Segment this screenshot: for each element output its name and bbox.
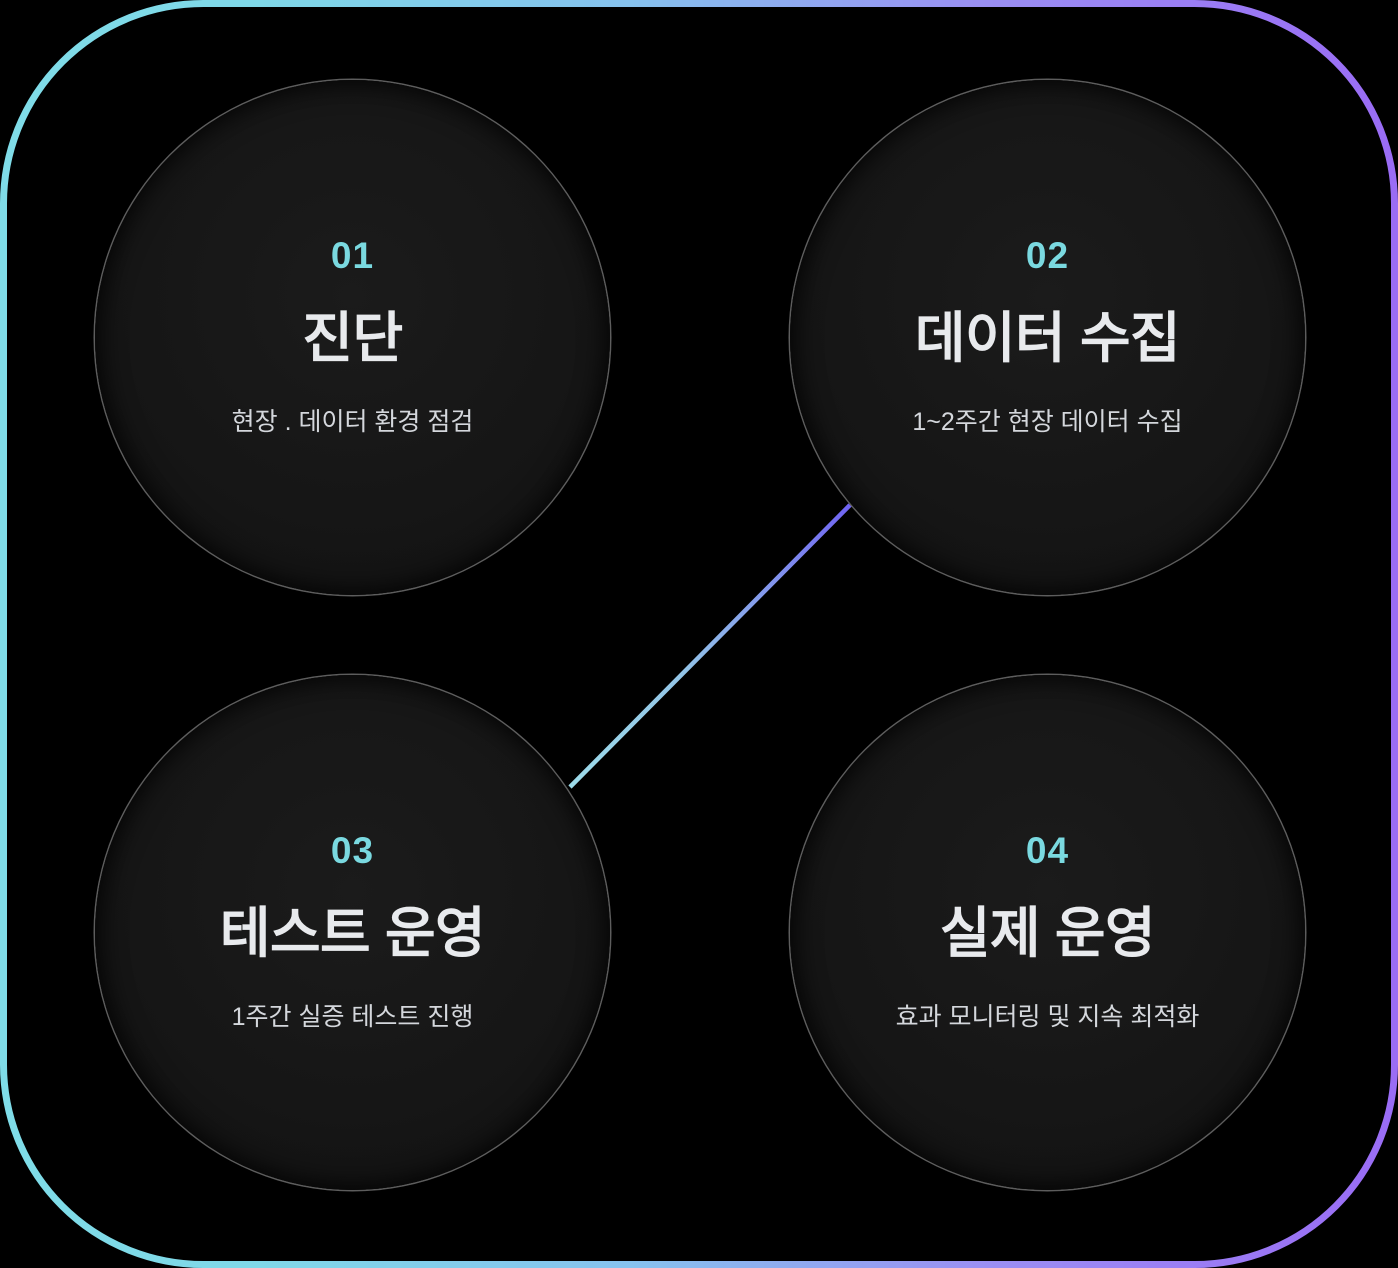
step-number-03: 03 [330, 829, 375, 871]
step-title-02: 데이터 수집 [914, 306, 1181, 369]
step-description-04: 효과 모니터링 및 지속 최적화 [895, 1003, 1200, 1031]
step-title-04: 실제 운영 [939, 901, 1156, 964]
step-description-02: 1~2주간 현장 데이터 수집 [912, 408, 1183, 436]
process-step-03[interactable]: 03 테스트 운영 1주간 실증 테스트 진행 [95, 675, 610, 1190]
process-step-02[interactable]: 02 데이터 수집 1~2주간 현장 데이터 수집 [790, 80, 1305, 595]
process-step-01[interactable]: 01 진단 현장 . 데이터 환경 점검 [95, 80, 610, 595]
connector-02-to-03 [568, 503, 852, 789]
step-number-01: 01 [330, 234, 375, 276]
step-description-03: 1주간 실증 테스트 진행 [231, 1003, 474, 1031]
step-title-01: 진단 [302, 306, 403, 369]
process-step-04[interactable]: 04 실제 운영 효과 모니터링 및 지속 최적화 [790, 675, 1305, 1190]
step-description-01: 현장 . 데이터 환경 점검 [231, 408, 474, 436]
step-title-03: 테스트 운영 [219, 901, 486, 964]
step-number-04: 04 [1025, 829, 1070, 871]
step-number-02: 02 [1025, 234, 1070, 276]
